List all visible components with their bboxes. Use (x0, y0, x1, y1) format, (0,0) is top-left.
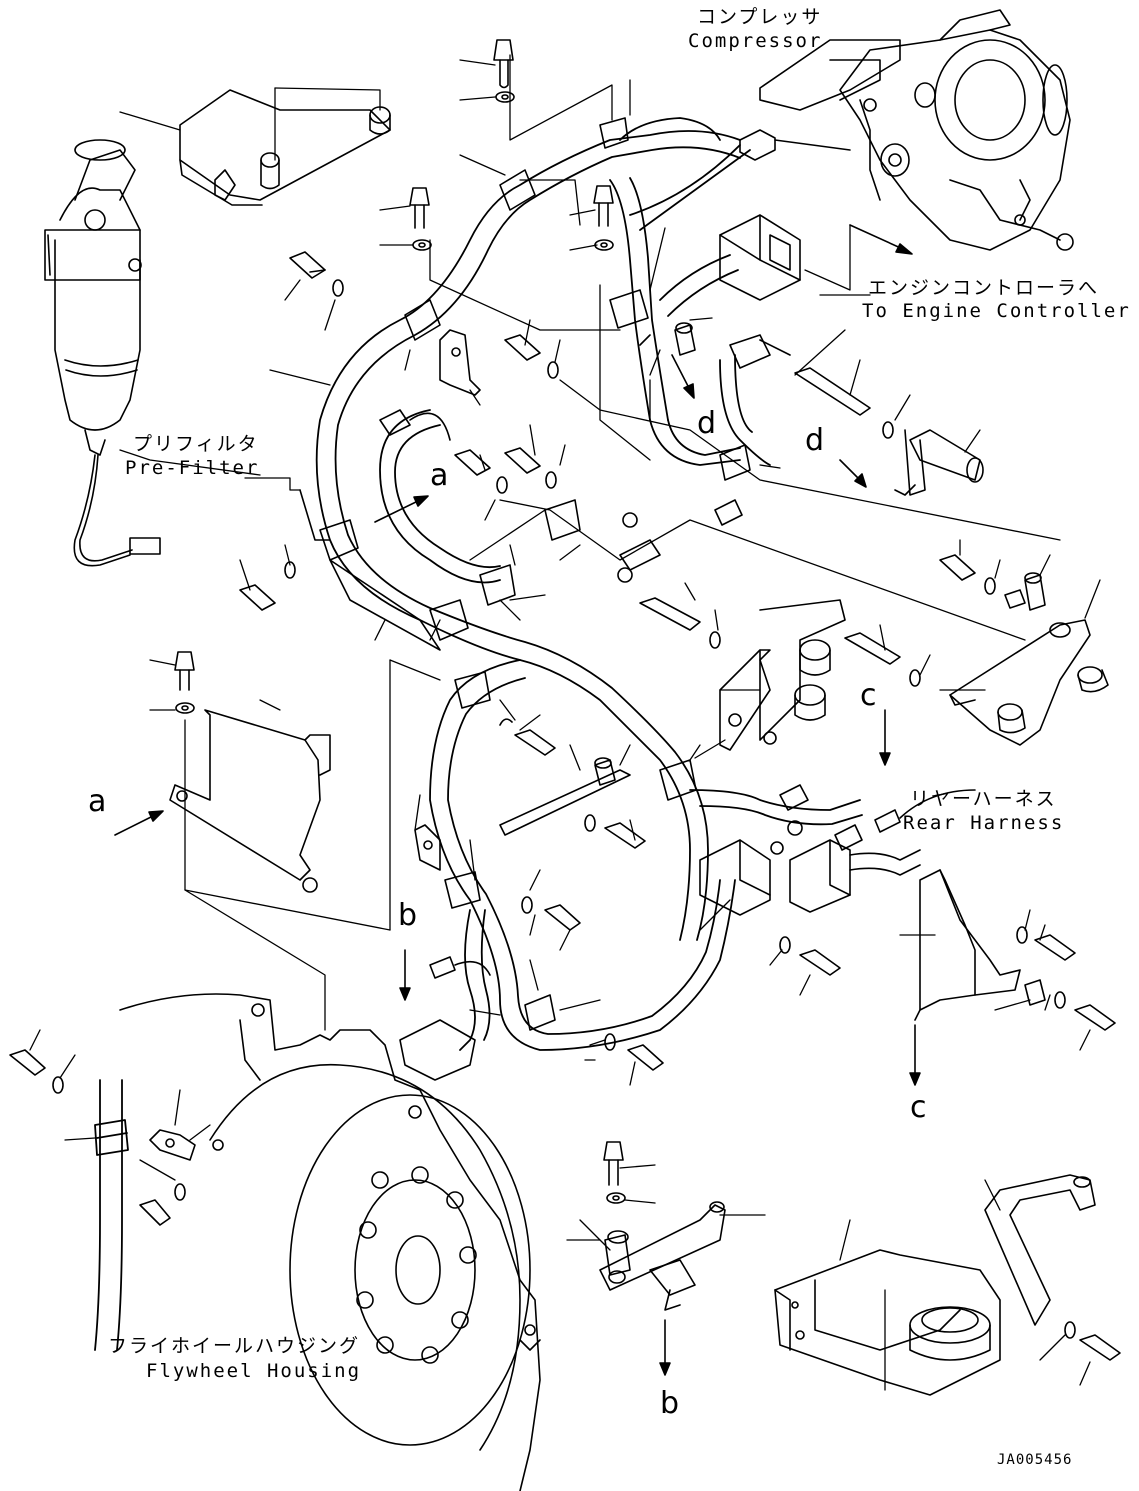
leader-lines (29, 54, 1101, 1391)
callout-b-1: b (398, 898, 418, 933)
prefilter-label-jp: プリフィルタ (133, 433, 259, 455)
callout-d-1: d (697, 406, 717, 441)
engine-controller-label-en: To Engine Controller (862, 300, 1131, 322)
bolts (9, 39, 1121, 1361)
callout-a-1: a (430, 458, 449, 493)
callout-c-1: c (860, 678, 877, 713)
drawing-number: JA005456 (997, 1452, 1073, 1468)
callout-d-2: d (805, 423, 825, 458)
harness-sleeves (299, 489, 441, 651)
rear-harness-label-en: Rear Harness (903, 812, 1065, 834)
engine-controller-label-jp: エンジンコントローラへ (868, 277, 1100, 299)
flywheel-housing-drawing (119, 993, 541, 1491)
brackets (149, 89, 1109, 1326)
compressor-label-jp: コンプレッサ (697, 6, 823, 28)
callout-a-2: a (88, 784, 107, 819)
main-harness (315, 117, 863, 1051)
arrows (114, 224, 921, 1376)
callout-b-2: b (660, 1386, 680, 1421)
mount-drawing (774, 1249, 1001, 1396)
pipe (94, 1079, 129, 1351)
pre-filter-drawing (44, 139, 161, 567)
harness-clamps (319, 117, 751, 1031)
compressor-label-en: Compressor (688, 30, 823, 52)
flywheel-label-jp: フライホイールハウジング (108, 1335, 361, 1357)
flywheel-label-en: Flywheel Housing (146, 1360, 362, 1382)
compressor-drawing (759, 9, 1074, 251)
rear-harness-label-jp: リヤーハーネス (910, 788, 1057, 810)
callout-c-2: c (910, 1090, 927, 1125)
clips (604, 322, 1046, 1276)
connectors (379, 129, 976, 1081)
prefilter-label-en: Pre-Filter (125, 457, 260, 479)
